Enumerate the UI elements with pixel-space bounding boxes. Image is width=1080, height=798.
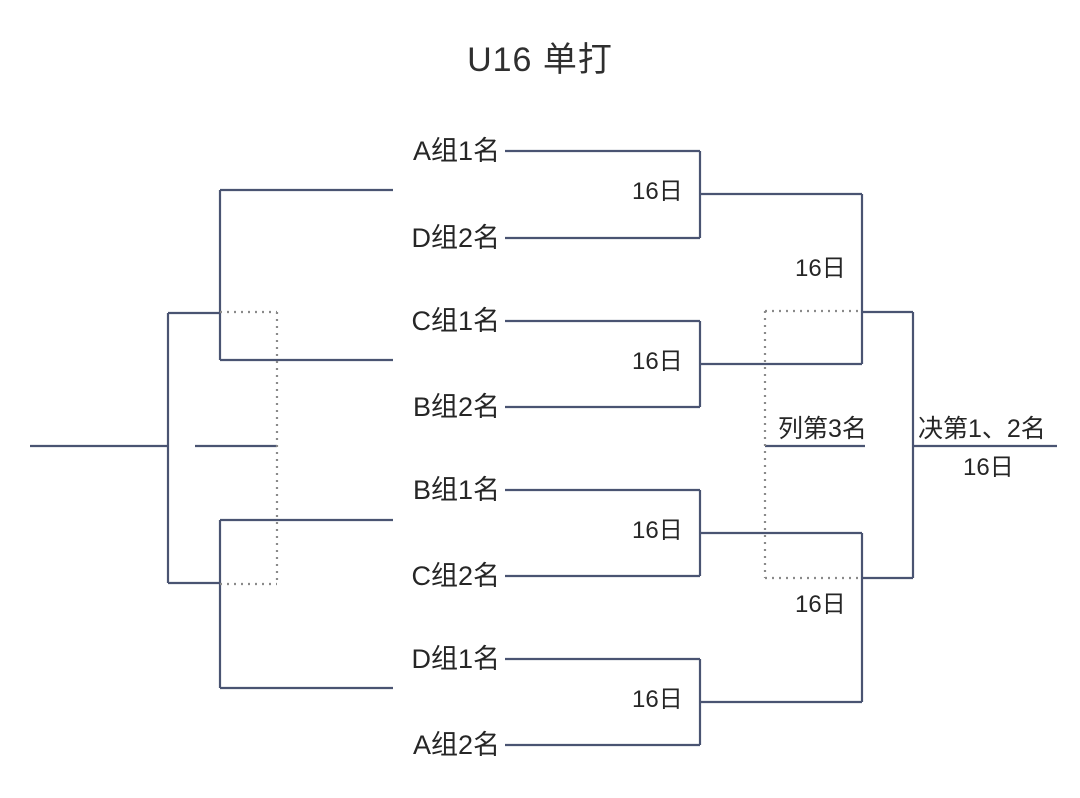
seed-label-d1: D组1名 [411, 644, 500, 674]
qf3-date-label: 16日 [632, 517, 683, 544]
dotted-bracket-lines [220, 309, 862, 586]
seed-label-b2: B组2名 [412, 392, 500, 422]
page-title: U16 单打 [467, 41, 613, 79]
seed-label-c2: C组2名 [411, 561, 500, 591]
qf4-date-label: 16日 [632, 686, 683, 713]
sf-bottom-date-label: 16日 [795, 591, 846, 618]
seed-label-a2: A组2名 [412, 730, 500, 760]
seed-label-d2: D组2名 [411, 223, 500, 253]
final-label: 决第1、2名 [918, 415, 1046, 443]
seed-label-c1: C组1名 [411, 306, 500, 336]
qf2-date-label: 16日 [632, 348, 683, 375]
seed-label-b1: B组1名 [412, 475, 500, 505]
solid-bracket-lines [30, 149, 1057, 747]
final-date-label: 16日 [963, 454, 1014, 481]
seed-label-a1: A组1名 [412, 136, 500, 166]
sf-top-date-label: 16日 [795, 255, 846, 282]
qf1-date-label: 16日 [632, 178, 683, 205]
third-place-label: 列第3名 [778, 415, 867, 443]
